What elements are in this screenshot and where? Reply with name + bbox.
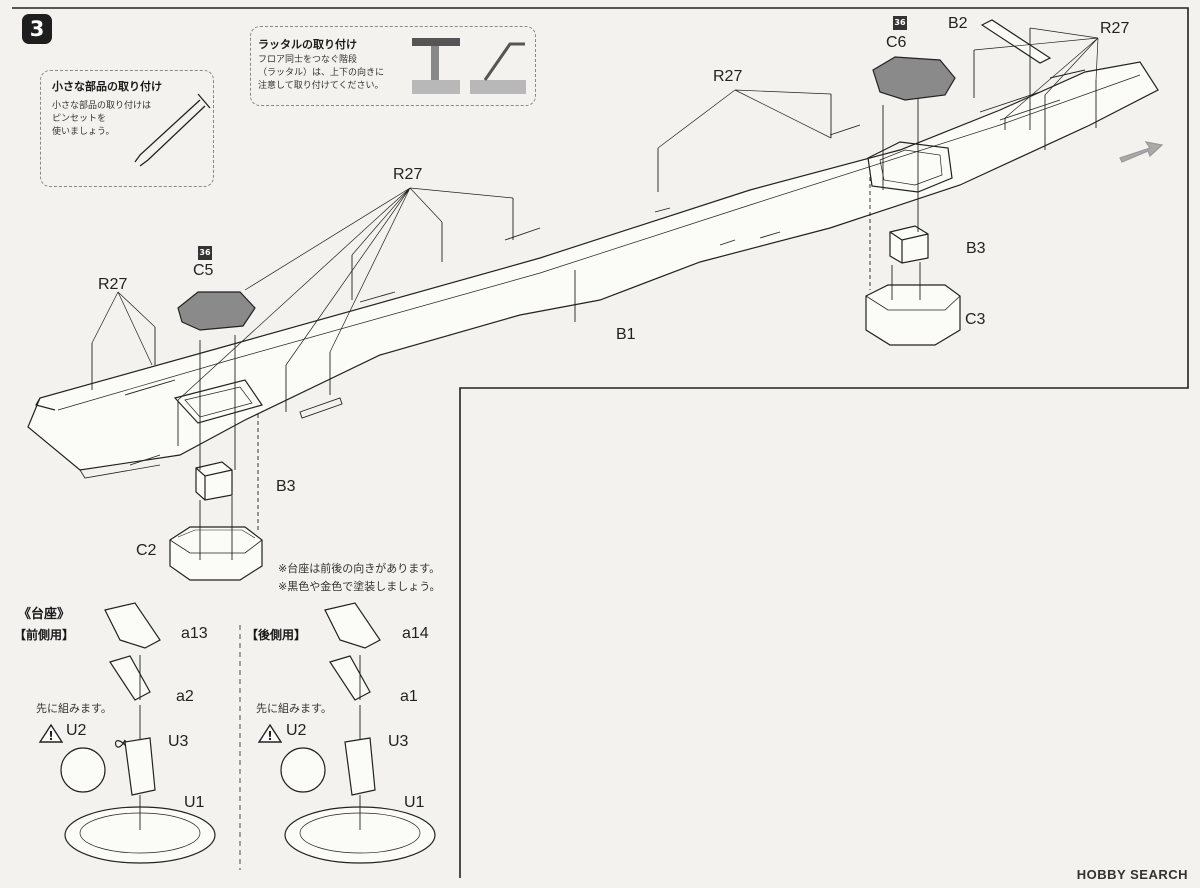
label-c6: C6 <box>886 34 907 51</box>
label-a13: a13 <box>181 625 208 642</box>
label-b3: B3 <box>276 478 296 495</box>
label-b1: B1 <box>616 326 636 343</box>
tweezers-icon <box>134 93 211 167</box>
stand-notes: ※台座は前後の向きがあります。 ※黒色や金色で塗装しましょう。 <box>278 562 441 593</box>
label-u1: U1 <box>404 794 425 811</box>
label-u3: U3 <box>388 733 409 750</box>
label-u3: U3 <box>168 733 189 750</box>
part-b3-right <box>889 225 929 264</box>
tip-tweezers-title: 小さな部品の取り付け <box>52 80 162 93</box>
direction-arrow-icon <box>1119 141 1164 163</box>
tip-tweezers-box <box>40 70 214 187</box>
assemble-first-note: 先に組みます。 <box>256 702 332 715</box>
color-badge-c6: 36 <box>893 16 907 30</box>
label-r27: R27 <box>98 276 128 293</box>
tip-tweezers-text: 小さな部品の取り付けは ピンセットを 使いましょう。 <box>52 101 152 137</box>
tip-ladder-title: ラッタルの取り付け <box>258 38 357 51</box>
part-c6 <box>872 56 956 101</box>
stand-left-parts <box>60 602 216 864</box>
label-b3: B3 <box>966 240 986 257</box>
color-badge-c5: 36 <box>198 246 212 260</box>
stand-front-heading: 【前側用】 <box>14 628 75 642</box>
part-b2 <box>980 19 1052 64</box>
part-c5 <box>177 291 256 331</box>
label-c5: C5 <box>193 262 214 279</box>
label-a14: a14 <box>402 625 429 642</box>
label-c2: C2 <box>136 542 157 559</box>
part-c3 <box>865 284 961 346</box>
watermark: HOBBY SEARCH <box>1076 867 1188 882</box>
ladder-icons <box>412 38 526 94</box>
warning-icon <box>38 723 64 743</box>
tip-ladder-box <box>250 26 536 106</box>
label-u2: U2 <box>286 722 307 739</box>
label-r27: R27 <box>1100 20 1130 37</box>
svg-text:!: ! <box>267 729 272 743</box>
label-r27: R27 <box>713 68 743 85</box>
label-r27: R27 <box>393 166 423 183</box>
step-number-badge: 3 <box>22 14 52 44</box>
label-c3: C3 <box>965 311 986 328</box>
label-u1: U1 <box>184 794 205 811</box>
stand-right-parts <box>280 602 436 864</box>
label-u2: U2 <box>66 722 87 739</box>
tip-ladder-text: フロア同士をつなぐ階段 （ラッタル）は、上下の向きに 注意して取り付けてください… <box>258 55 385 91</box>
label-a2: a2 <box>176 688 194 705</box>
svg-text:!: ! <box>48 729 53 743</box>
part-c2 <box>169 526 263 581</box>
label-b2: B2 <box>948 15 968 32</box>
assemble-first-note: 先に組みます。 <box>36 702 112 715</box>
deck-b1 <box>27 61 1159 471</box>
label-a1: a1 <box>400 688 418 705</box>
page-frame <box>12 7 1189 878</box>
warning-icon <box>257 723 283 743</box>
part-b3-left <box>195 461 233 501</box>
stand-title: 《台座》 <box>18 607 71 622</box>
stand-rear-heading: 【後側用】 <box>246 628 307 642</box>
